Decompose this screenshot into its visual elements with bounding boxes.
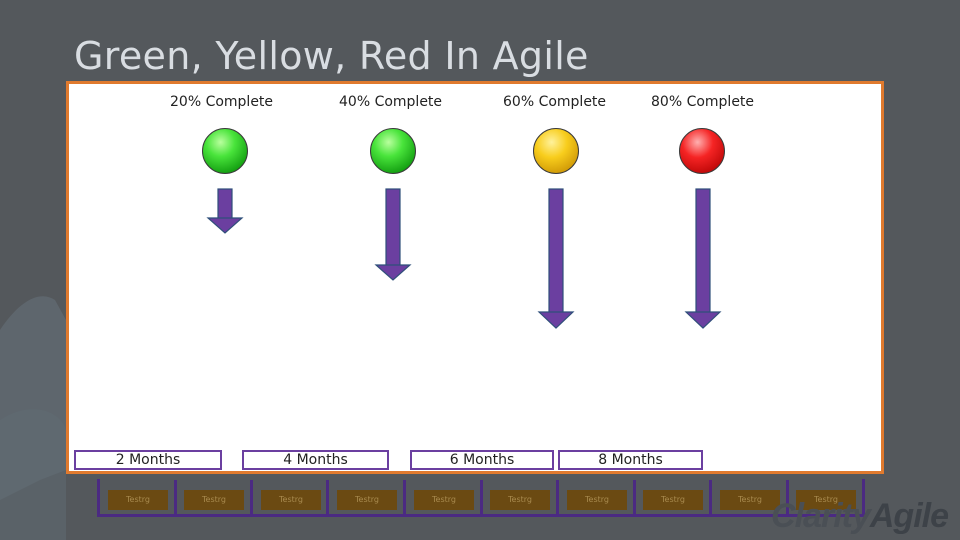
timeline-cell: Testrg [337, 490, 397, 510]
brand-logo: ClarityAgile [771, 497, 949, 536]
indicator-label-20: 20% Complete [170, 94, 274, 110]
timeline-cell: Testrg [108, 490, 168, 510]
timeline-divider [480, 480, 483, 516]
indicator-label-40: 40% Complete [339, 94, 443, 110]
timeline-divider [250, 480, 253, 516]
indicator-label-60: 60% Complete [503, 94, 607, 110]
progress-arrow-60 [537, 188, 575, 329]
timeline-divider [326, 480, 329, 516]
month-label-4: 4 Months [242, 450, 389, 470]
slide-title: Green, Yellow, Red In Agile [74, 34, 589, 78]
month-label-8: 8 Months [558, 450, 703, 470]
timeline-cell: Testrg [184, 490, 244, 510]
timeline-cell: Testrg [720, 490, 780, 510]
progress-arrow-40 [374, 188, 412, 281]
timeline-cell: Testrg [796, 490, 856, 510]
timeline-divider [709, 480, 712, 516]
timeline-divider [556, 480, 559, 516]
red-light-icon [679, 128, 725, 174]
timeline-divider [786, 480, 789, 516]
timeline-cell: Testrg [643, 490, 703, 510]
month-label-6: 6 Months [410, 450, 554, 470]
green-light-icon [370, 128, 416, 174]
timeline-divider [174, 480, 177, 516]
timeline-cell: Testrg [414, 490, 474, 510]
progress-arrow-80 [684, 188, 722, 329]
timeline-divider [403, 480, 406, 516]
brand-name: Agile [869, 497, 949, 535]
green-light-icon [202, 128, 248, 174]
yellow-light-icon [533, 128, 579, 174]
progress-arrow-20 [206, 188, 244, 234]
timeline-cell: Testrg [261, 490, 321, 510]
month-label-2: 2 Months [74, 450, 222, 470]
indicator-label-80: 80% Complete [651, 94, 755, 110]
timeline-divider [633, 480, 636, 516]
timeline-cell: Testrg [567, 490, 627, 510]
brand-prefix: Clarity [771, 497, 871, 535]
timeline-cell: Testrg [490, 490, 550, 510]
